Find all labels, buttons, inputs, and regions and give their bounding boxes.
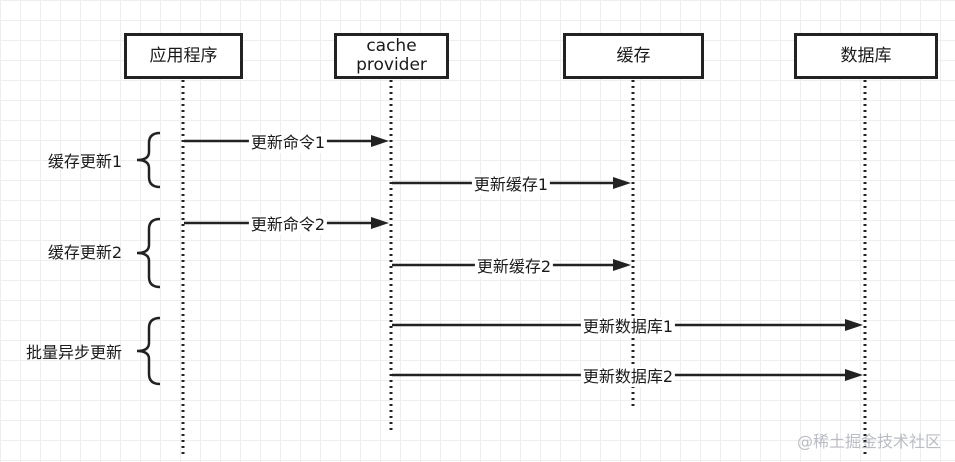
participant-app: 应用程序 (124, 33, 243, 79)
group-brace (136, 217, 161, 289)
arrowhead-icon (613, 259, 631, 271)
participant-cache: 缓存 (563, 33, 704, 79)
message-label: 更新数据库2 (580, 367, 676, 387)
message-label: 更新命令1 (248, 133, 328, 153)
arrowhead-icon (845, 319, 863, 331)
message-label: 更新数据库1 (580, 317, 676, 337)
message-label: 更新缓存2 (474, 257, 554, 277)
group-brace (136, 316, 161, 386)
message-label: 更新命令2 (248, 215, 328, 235)
group-label: 批量异步更新 (25, 343, 122, 362)
arrowhead-icon (845, 369, 863, 381)
participant-database: 数据库 (794, 33, 938, 79)
group-label: 缓存更新2 (47, 243, 122, 262)
message-label: 更新缓存1 (471, 175, 551, 195)
arrowhead-icon (371, 135, 389, 147)
group-label: 缓存更新1 (47, 152, 122, 171)
arrowhead-icon (371, 217, 389, 229)
arrowhead-icon (613, 177, 631, 189)
participant-cache-provider: cache provider (334, 33, 449, 79)
group-brace (136, 131, 161, 189)
watermark: @稀土掘金技术社区 (796, 432, 941, 451)
